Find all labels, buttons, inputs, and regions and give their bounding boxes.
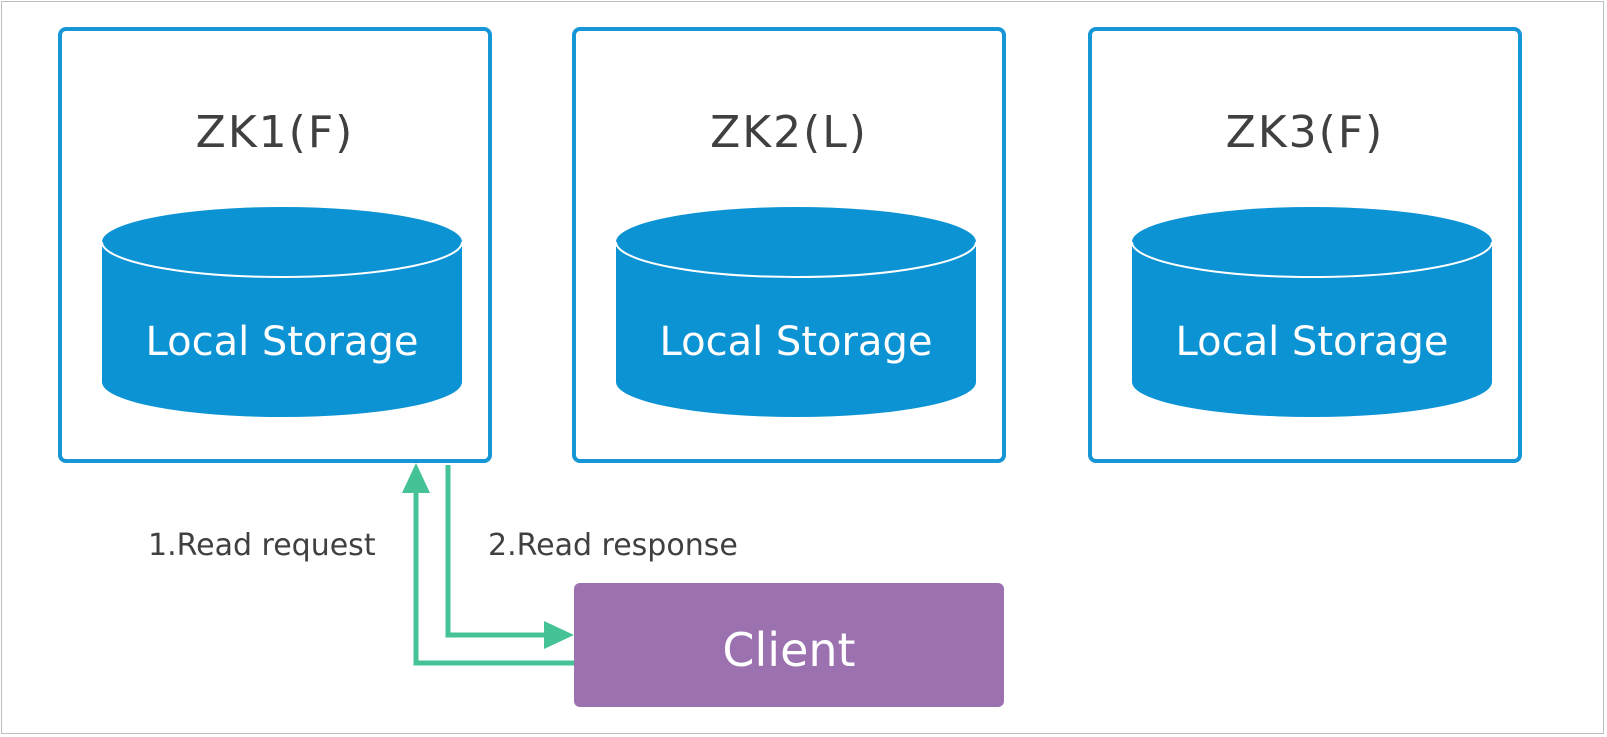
- cylinder-rim: [615, 241, 977, 278]
- cylinder-rim: [1131, 241, 1493, 278]
- server-title-zk1: ZK1(F): [195, 107, 355, 158]
- read-request-label: 1.Read request: [148, 528, 376, 563]
- client-node: Client: [574, 583, 1004, 707]
- server-zk3: ZK3(F) Local Storage: [1088, 27, 1522, 463]
- storage-label-zk1: Local Storage: [146, 319, 419, 365]
- cylinder-body: [102, 242, 462, 417]
- storage-label-zk3: Local Storage: [1176, 319, 1449, 365]
- server-title-zk3: ZK3(F): [1225, 107, 1385, 158]
- server-zk1: ZK1(F) Local Storage: [58, 27, 492, 463]
- local-storage-zk3: Local Storage: [1131, 207, 1493, 417]
- cylinder-body: [1132, 242, 1492, 417]
- server-title-zk2: ZK2(L): [710, 107, 868, 158]
- cylinder-body: [616, 242, 976, 417]
- read-response-label: 2.Read response: [488, 528, 738, 563]
- cylinder-top: [102, 207, 462, 277]
- client-label: Client: [722, 623, 856, 677]
- cylinder-top: [1132, 207, 1492, 277]
- storage-label-zk2: Local Storage: [660, 319, 933, 365]
- server-zk2: ZK2(L) Local Storage: [572, 27, 1006, 463]
- cylinder-top: [616, 207, 976, 277]
- local-storage-zk2: Local Storage: [615, 207, 977, 417]
- cylinder-rim: [101, 241, 463, 278]
- local-storage-zk1: Local Storage: [101, 207, 463, 417]
